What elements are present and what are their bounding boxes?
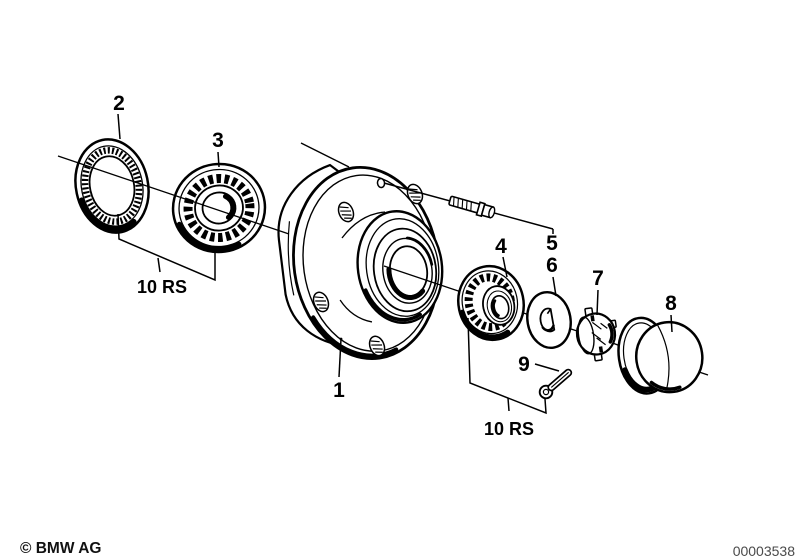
group-label-right[interactable]: 10 RS	[484, 419, 534, 439]
callout-3[interactable]: 3	[212, 129, 224, 152]
bearing-bore-shading	[222, 193, 236, 220]
nut-shading-arc	[607, 323, 614, 344]
callout-7[interactable]: 7	[592, 267, 604, 290]
nut-hatching	[591, 321, 608, 346]
document-number: 00003538	[733, 543, 796, 559]
nut-slot-shadow-bottom	[598, 346, 604, 353]
group-bracket-right-tick	[507, 397, 510, 412]
part-4-bearing	[457, 264, 525, 342]
callout-5[interactable]: 5	[546, 232, 558, 255]
hub-bore-ring	[382, 237, 433, 304]
pin-split-line	[550, 371, 570, 388]
cap-dome-seam	[657, 325, 670, 389]
bearing-ball-band	[183, 173, 255, 243]
bearing-shading-arc	[176, 221, 242, 252]
leader-line-9	[534, 363, 560, 372]
bearing-race-line	[178, 168, 260, 248]
leader-dot-1	[339, 337, 343, 341]
copyright-text: © BMW AG	[20, 540, 101, 557]
hub-reference-line	[300, 142, 350, 168]
cap-rim-shading	[622, 367, 657, 393]
hub-shoulder-arc	[341, 211, 386, 239]
leader-line-7	[596, 289, 599, 316]
leader-line-6	[552, 276, 557, 297]
callout-8[interactable]: 8	[665, 292, 677, 315]
leader-line-2	[117, 113, 121, 140]
bearing4-bore-shading	[491, 299, 500, 318]
nut-slot-shadow-top	[590, 315, 595, 322]
cap-dome-outline	[635, 320, 704, 394]
part-1-wheel-hub	[277, 163, 444, 360]
group-bracket-left-tick	[157, 257, 161, 273]
hub-boss-face-line	[365, 218, 440, 317]
part-6-washer	[526, 290, 572, 350]
screw-head-end	[488, 206, 496, 219]
pin-head-inner	[542, 388, 550, 396]
callout-4[interactable]: 4	[495, 235, 507, 258]
part-5-screw	[448, 195, 496, 219]
part-7-castle-nut	[575, 307, 617, 362]
bearing4-shading-arc	[459, 309, 511, 340]
washer-keyed-hole	[539, 307, 556, 333]
leader-line-8	[670, 314, 673, 333]
hub-flange-shading	[311, 315, 399, 358]
callout-2[interactable]: 2	[113, 92, 125, 115]
washer-hole-shading	[541, 324, 555, 332]
cap-dome-shading	[649, 380, 682, 391]
leader-line-1	[338, 338, 342, 378]
callout-9[interactable]: 9	[518, 353, 530, 376]
hub-shoulder-arc-lower	[339, 299, 373, 323]
washer-key-tab	[546, 308, 552, 315]
part-9-cotter-pin	[538, 368, 573, 400]
seal-rim-line	[80, 145, 144, 227]
hub-screw-hole	[376, 177, 386, 189]
bearing4-cone-line	[486, 290, 513, 323]
group-bracket-left	[117, 213, 216, 282]
screw-threads	[452, 196, 472, 212]
callout-1[interactable]: 1	[333, 379, 345, 402]
hub-boss-shading	[363, 288, 422, 322]
part-2-seal-ring	[74, 138, 150, 234]
leader-line-3	[217, 151, 220, 168]
bearing4-race-line	[461, 270, 519, 335]
axis-centerline-left	[57, 155, 290, 235]
callout-6[interactable]: 6	[546, 254, 558, 277]
hub-bore-shading-upper	[405, 236, 434, 266]
seal-texture-band	[81, 147, 143, 225]
seal-shading-arc	[79, 197, 137, 232]
group-label-left[interactable]: 10 RS	[137, 277, 187, 297]
leader-line-4	[502, 256, 508, 278]
part-3-bearing	[171, 162, 267, 254]
part-8-dust-cap	[617, 316, 704, 395]
hub-bore-shading-lower	[386, 266, 426, 300]
hub-body-edge-line	[287, 221, 295, 296]
